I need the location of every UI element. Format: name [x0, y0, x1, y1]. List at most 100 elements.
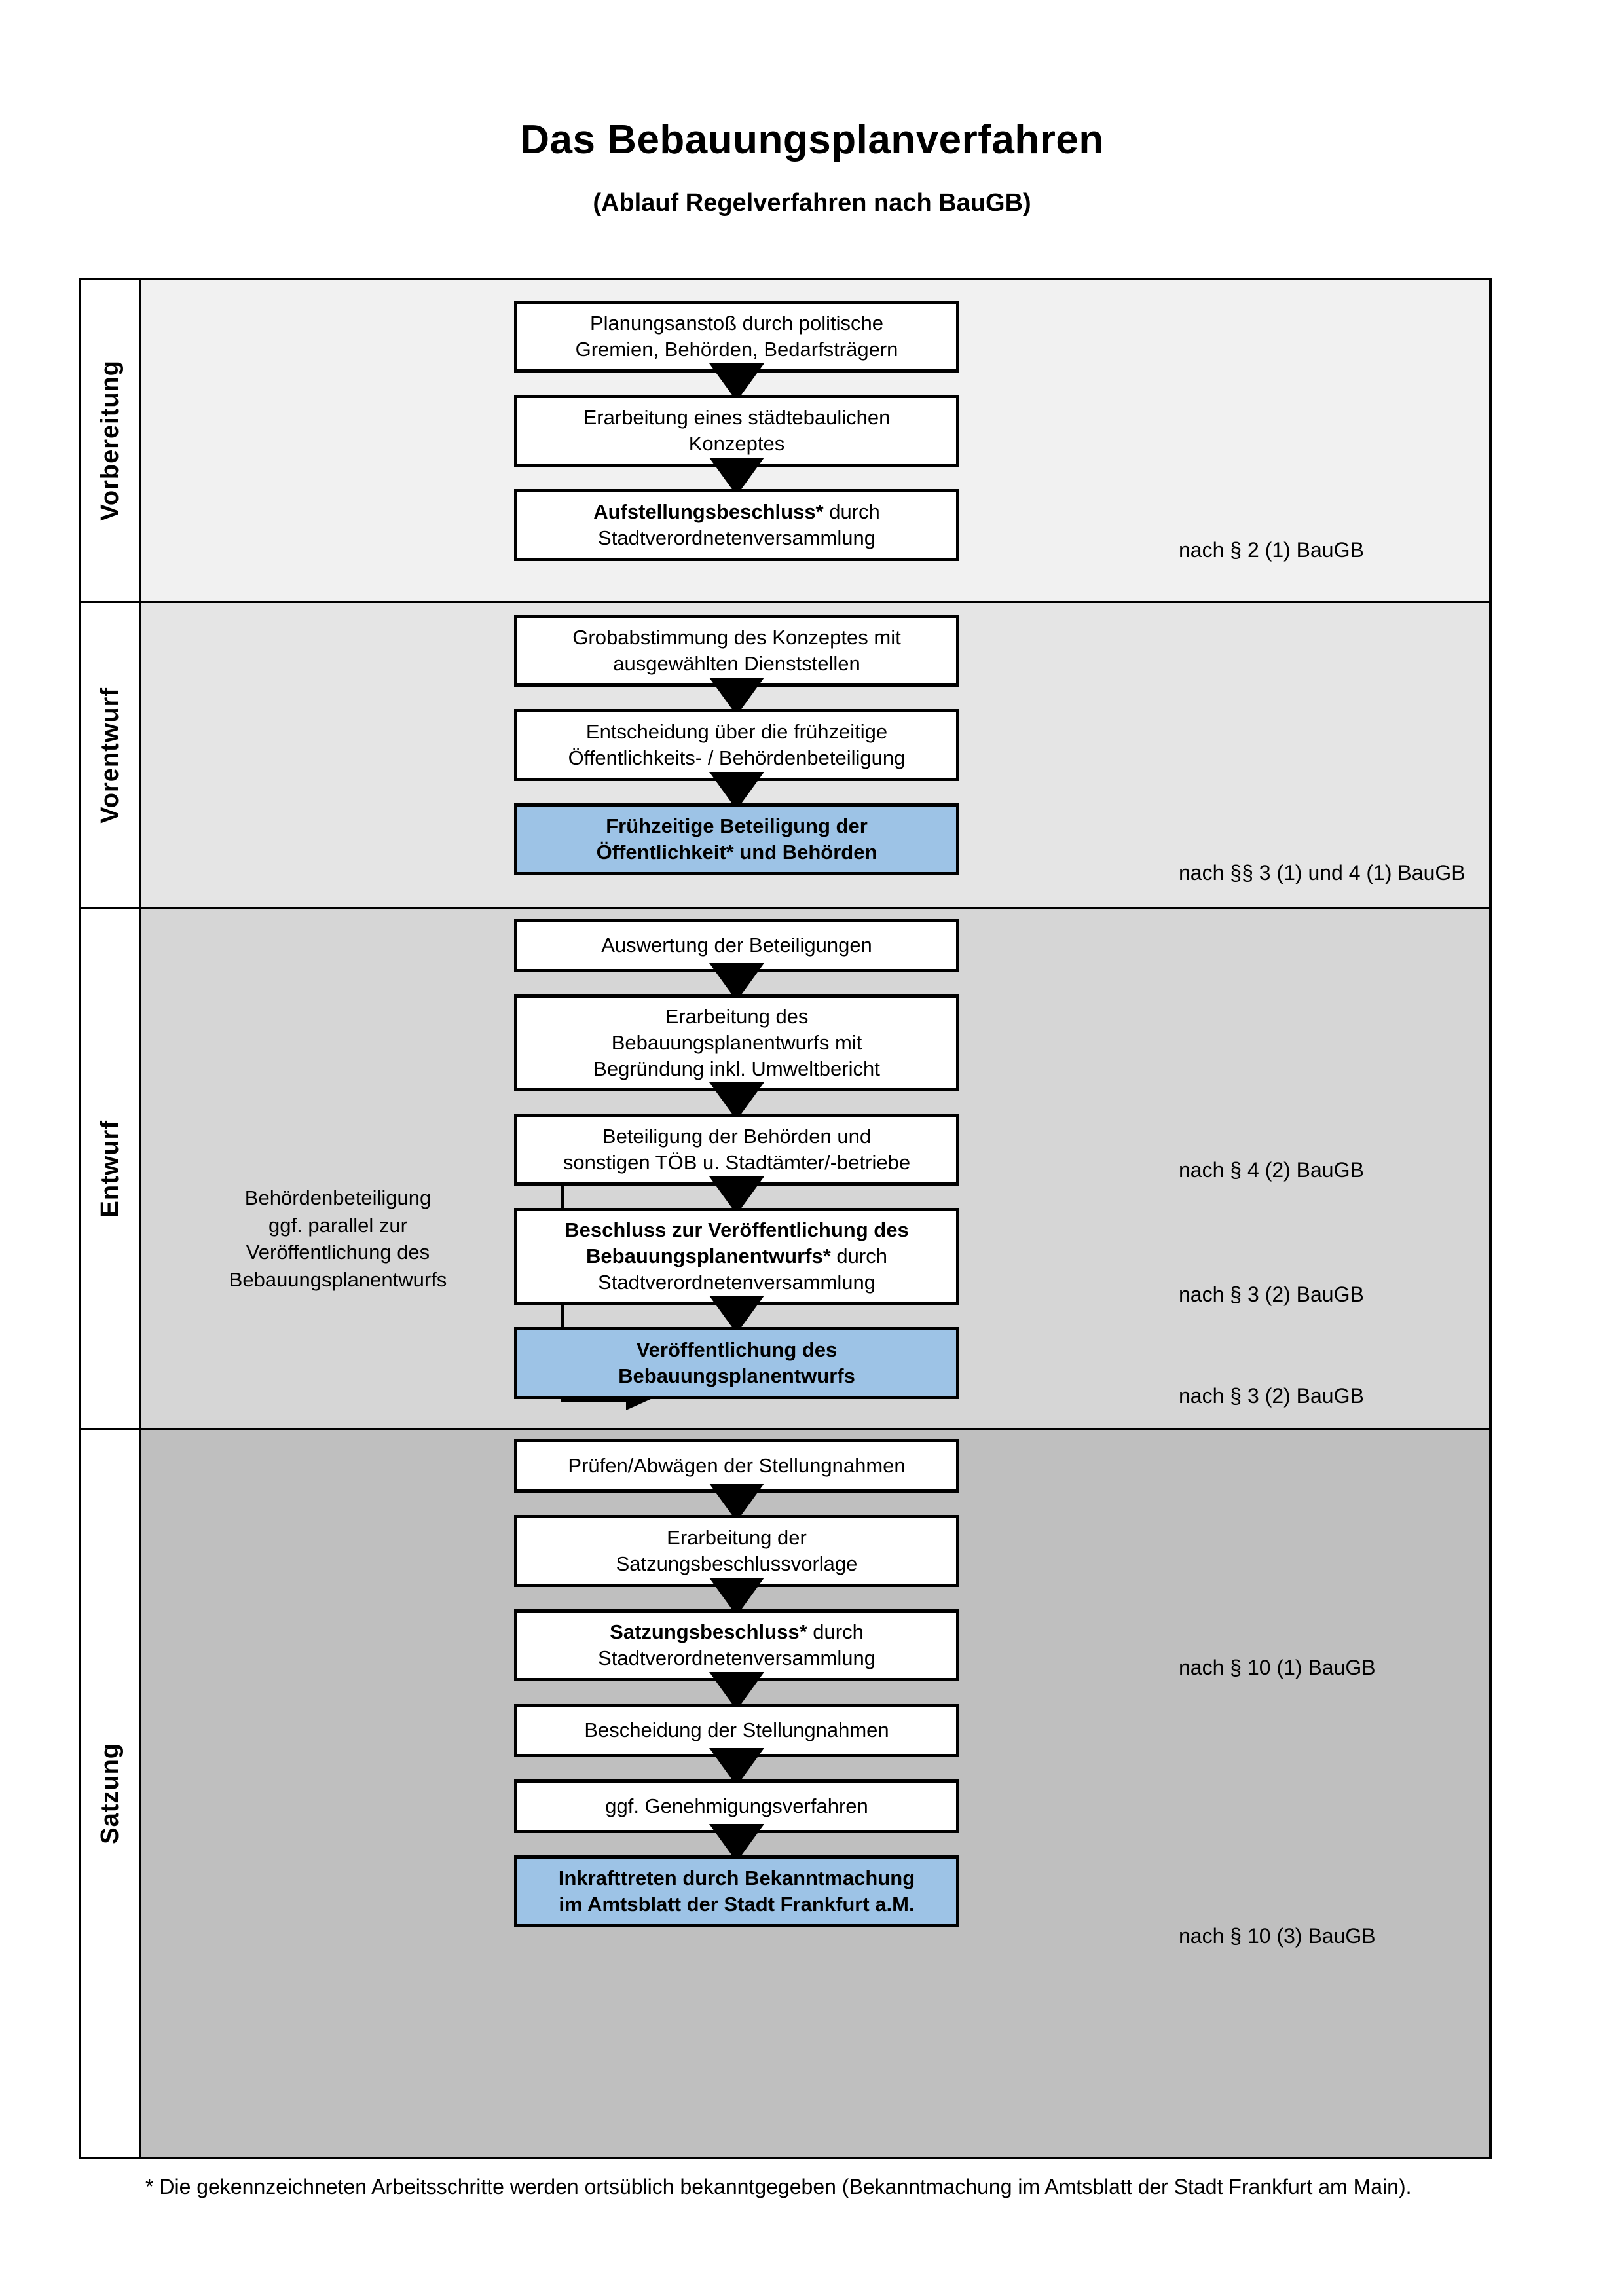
step-line-bold: Satzungsbeschluss*: [610, 1620, 807, 1643]
arrow-connector: [514, 1493, 959, 1515]
step-line: Bebauungsplanentwurfs: [618, 1364, 855, 1387]
phase-band-vorbereitung: Vorbereitung Planungsanstoß durch politi…: [81, 280, 1489, 603]
page-subtitle: (Ablauf Regelverfahren nach BauGB): [593, 189, 1031, 217]
step-auswertung-beteiligungen[interactable]: Auswertung der Beteiligungen: [514, 919, 959, 972]
step-erarbeitung-bebauungsplanentwurf[interactable]: Erarbeitung des Bebauungsplanentwurfs mi…: [514, 994, 959, 1091]
phase-label-text: Entwurf: [96, 1120, 124, 1218]
arrow-connector: [514, 373, 959, 395]
step-line-bold: Beschluss zur Veröffentlichung des: [564, 1218, 909, 1241]
legal-ref-paragraph-10-1: nach § 10 (1) BauGB: [1179, 1656, 1376, 1679]
step-line: Öffentlichkeit* und Behörden: [596, 841, 877, 864]
step-line: Erarbeitung der: [667, 1525, 807, 1549]
step-beteiligung-behoerden-toeb[interactable]: Beteiligung der Behörden und sonstigen T…: [514, 1114, 959, 1186]
step-line: Satzungsbeschlussvorlage: [616, 1552, 858, 1575]
legal-ref-paragraph-3-2-veroeffentlichung: nach § 3 (2) BauGB: [1179, 1384, 1364, 1408]
arrow-connector: [514, 687, 959, 709]
step-line: Beteiligung der Behörden und: [602, 1124, 872, 1148]
step-line: Bescheidung der Stellungnahmen: [584, 1718, 889, 1741]
legal-ref-paragraph-2-1: nach § 2 (1) BauGB: [1179, 538, 1364, 562]
arrow-connector: [514, 1091, 959, 1114]
legal-ref-paragraph-10-3: nach § 10 (3) BauGB: [1179, 1924, 1376, 1948]
step-line: sonstigen TÖB u. Stadtämter/-betriebe: [563, 1151, 911, 1174]
arrow-connector: [514, 781, 959, 803]
sidenote-line: Bebauungsplanentwurfs: [229, 1267, 447, 1291]
phase-body-entwurf: Behördenbeteiligung ggf. parallel zur Ve…: [141, 909, 1489, 1428]
step-line: durch: [807, 1620, 864, 1643]
phase-body-vorbereitung: Planungsanstoß durch politische Gremien,…: [141, 280, 1489, 601]
arrow-connector: [514, 467, 959, 489]
step-line: Frühzeitige Beteiligung der: [606, 814, 868, 837]
step-genehmigungsverfahren[interactable]: ggf. Genehmigungsverfahren: [514, 1779, 959, 1833]
arrow-connector: [514, 1305, 959, 1327]
step-line: Planungsanstoß durch politische: [589, 311, 884, 335]
step-line: durch: [830, 1244, 887, 1267]
phase-label-satzung: Satzung: [81, 1430, 141, 2157]
flow-column-vorentwurf: Grobabstimmung des Konzeptes mit ausgewä…: [514, 615, 959, 875]
sidenote-behoerdenbeteiligung: Behördenbeteiligung ggf. parallel zur Ve…: [187, 1184, 489, 1293]
phase-band-vorentwurf: Vorentwurf Grobabstimmung des Konzeptes …: [81, 603, 1489, 909]
phase-label-text: Vorbereitung: [96, 360, 124, 521]
step-line: im Amtsblatt der Stadt Frankfurt a.M.: [559, 1893, 915, 1916]
arrow-connector: [514, 1587, 959, 1609]
footnote: * Die gekennzeichneten Arbeitsschritte w…: [145, 2175, 1412, 2198]
phase-label-text: Vorentwurf: [96, 687, 124, 824]
step-erarbeitung-satzungsbeschlussvorlage[interactable]: Erarbeitung der Satzungsbeschlussvorlage: [514, 1515, 959, 1587]
step-line: ggf. Genehmigungsverfahren: [605, 1794, 868, 1817]
phase-label-vorentwurf: Vorentwurf: [81, 603, 141, 907]
legal-ref-paragraph-3-2-beschluss: nach § 3 (2) BauGB: [1179, 1283, 1364, 1306]
step-line: Erarbeitung des: [665, 1004, 809, 1028]
step-line: Gremien, Behörden, Bedarfsträgern: [575, 338, 898, 361]
step-fruehzeitige-beteiligung[interactable]: Frühzeitige Beteiligung der Öffentlichke…: [514, 803, 959, 875]
step-line: Stadtverordnetenversammlung: [598, 526, 876, 549]
page-header: Das Bebauungsplanverfahren (Ablauf Regel…: [0, 0, 1624, 217]
step-line: Begründung inkl. Umweltbericht: [593, 1057, 880, 1081]
phase-body-satzung: Prüfen/Abwägen der Stellungnahmen Erarbe…: [141, 1430, 1489, 2157]
step-entscheidung-fruehzeitige-beteiligung[interactable]: Entscheidung über die frühzeitige Öffent…: [514, 709, 959, 781]
legal-ref-paragraph-4-2: nach § 4 (2) BauGB: [1179, 1158, 1364, 1182]
step-line: durch Bekanntmachung: [676, 1866, 915, 1889]
arrow-connector: [514, 1833, 959, 1855]
flow-column-vorbereitung: Planungsanstoß durch politische Gremien,…: [514, 301, 959, 561]
step-line: Veröffentlichung des: [636, 1338, 838, 1361]
step-staedtebauliches-konzept[interactable]: Erarbeitung eines städtebaulichen Konzep…: [514, 395, 959, 467]
step-line-bold: Aufstellungsbeschluss*: [593, 500, 824, 523]
step-aufstellungsbeschluss[interactable]: Aufstellungsbeschluss* durch Stadtverord…: [514, 489, 959, 561]
step-line: Auswertung der Beteiligungen: [601, 933, 872, 957]
arrow-connector: [514, 1681, 959, 1704]
sidenote-line: ggf. parallel zur: [268, 1213, 407, 1237]
flowchart-frame: Vorbereitung Planungsanstoß durch politi…: [79, 278, 1492, 2159]
phase-label-entwurf: Entwurf: [81, 909, 141, 1428]
page-title: Das Bebauungsplanverfahren: [520, 117, 1104, 162]
step-beschluss-veroeffentlichung[interactable]: Beschluss zur Veröffentlichung des Bebau…: [514, 1208, 959, 1305]
step-line: Bebauungsplanentwurfs mit: [611, 1030, 862, 1054]
arrow-connector: [514, 1757, 959, 1779]
step-line: Prüfen/Abwägen der Stellungnahmen: [568, 1453, 906, 1477]
step-line: Stadtverordnetenversammlung: [598, 1647, 876, 1669]
legal-ref-paragraph-3-1-und-4-1: nach §§ 3 (1) und 4 (1) BauGB: [1179, 861, 1466, 884]
step-planungsanstoss[interactable]: Planungsanstoß durch politische Gremien,…: [514, 301, 959, 373]
sidenote-line: Veröffentlichung des: [246, 1241, 430, 1264]
step-line: ausgewählten Dienststellen: [613, 652, 860, 675]
step-line: Grobabstimmung des Konzeptes mit: [572, 625, 901, 649]
phase-label-text: Satzung: [96, 1742, 124, 1844]
sidenote-line: Behördenbeteiligung: [244, 1186, 432, 1209]
step-veroeffentlichung-entwurf[interactable]: Veröffentlichung des Bebauungsplanentwur…: [514, 1327, 959, 1399]
step-line: Entscheidung über die frühzeitige: [585, 720, 888, 743]
phase-band-satzung: Satzung Prüfen/Abwägen der Stellungnahme…: [81, 1430, 1489, 2157]
flow-column-entwurf: Auswertung der Beteiligungen Erarbeitung…: [514, 919, 959, 1399]
phase-body-vorentwurf: Grobabstimmung des Konzeptes mit ausgewä…: [141, 603, 1489, 907]
step-satzungsbeschluss[interactable]: Satzungsbeschluss* durch Stadtverordnete…: [514, 1609, 959, 1681]
step-inkrafttreten[interactable]: Inkrafttreten durch Bekanntmachung im Am…: [514, 1855, 959, 1927]
flow-column-satzung: Prüfen/Abwägen der Stellungnahmen Erarbe…: [514, 1439, 959, 1927]
step-line-bold: Bebauungsplanentwurfs*: [586, 1244, 831, 1267]
step-line: Stadtverordnetenversammlung: [598, 1271, 876, 1294]
step-line: durch: [823, 500, 880, 523]
step-grobabstimmung[interactable]: Grobabstimmung des Konzeptes mit ausgewä…: [514, 615, 959, 687]
arrow-connector: [514, 1186, 959, 1208]
phase-label-vorbereitung: Vorbereitung: [81, 280, 141, 601]
step-line-bold: Inkrafttreten: [558, 1866, 677, 1889]
arrow-connector: [514, 972, 959, 994]
step-line: Erarbeitung eines städtebaulichen: [583, 405, 891, 429]
step-line: Öffentlichkeits- / Behördenbeteiligung: [568, 746, 906, 769]
phase-band-entwurf: Entwurf Behördenbeteiligung ggf. paralle…: [81, 909, 1489, 1430]
